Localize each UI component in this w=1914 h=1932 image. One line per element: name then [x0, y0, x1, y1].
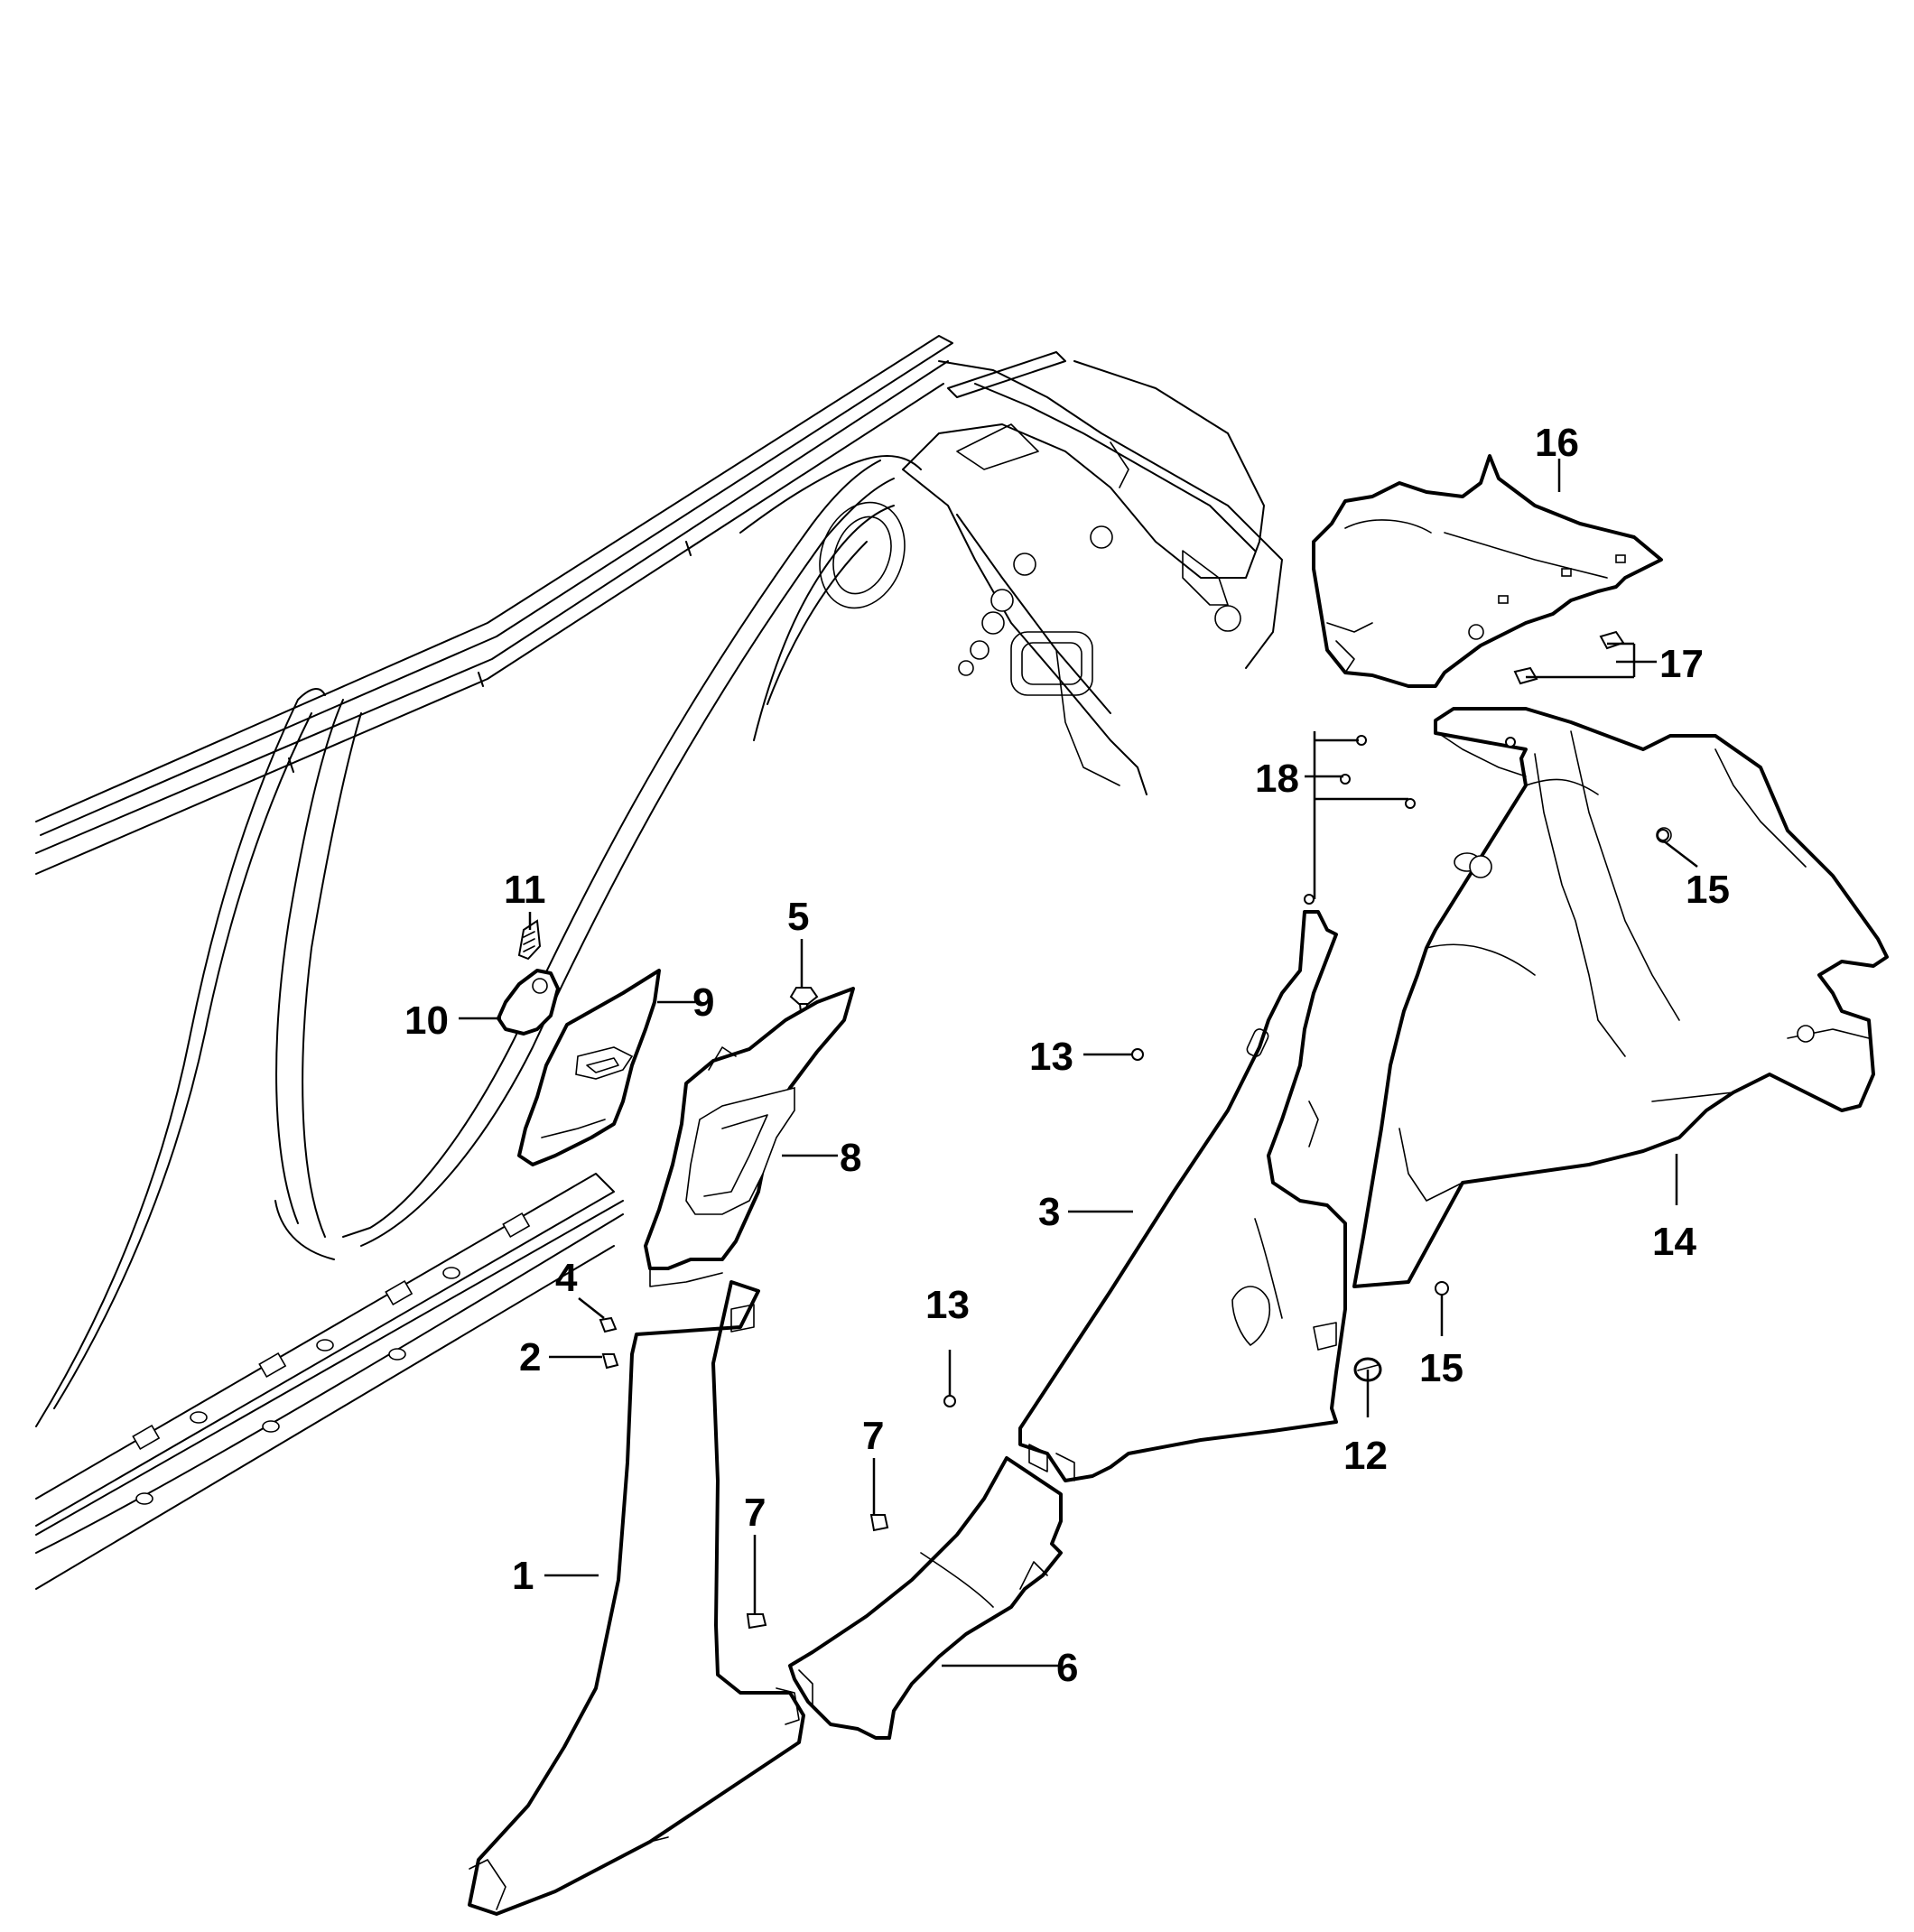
part-11-spring-clip [517, 919, 542, 961]
part-7-clip-left [746, 1613, 767, 1630]
vehicle-body-side-frame [35, 335, 1283, 1590]
part-6-lower-quarter-trim [788, 1456, 1063, 1740]
callout-6: 6 [1056, 1646, 1078, 1690]
callout-13-lower: 13 [925, 1283, 970, 1327]
callout-8: 8 [840, 1136, 861, 1180]
callout-15-lower: 15 [1419, 1346, 1463, 1390]
callout-16: 16 [1535, 421, 1579, 465]
callout-13-upper: 13 [1029, 1035, 1073, 1079]
callout-10: 10 [404, 999, 449, 1043]
part-3-quarter-trim-panel [1018, 910, 1347, 1482]
part-10-anchor-cover [497, 969, 560, 1036]
callout-9: 9 [692, 980, 714, 1025]
part-16-rear-shelf-trim [1312, 454, 1663, 688]
part-15-pin-upper [1657, 829, 1669, 841]
callout-12: 12 [1343, 1434, 1388, 1478]
part-7-clip-right [869, 1514, 889, 1532]
callout-2: 2 [519, 1335, 541, 1379]
part-17-clip-lower [1513, 666, 1538, 685]
part-8-upper-b-pillar-trim [644, 987, 855, 1287]
callout-15-upper: 15 [1686, 868, 1730, 912]
part-17-clip-upper [1599, 630, 1625, 650]
part-2-clip [601, 1353, 619, 1370]
part-15-pin-lower [1435, 1281, 1449, 1296]
callout-7-right: 7 [862, 1414, 884, 1458]
callout-17: 17 [1659, 642, 1704, 686]
part-13-screw-lower [943, 1395, 956, 1407]
callout-4: 4 [555, 1256, 578, 1300]
callout-3: 3 [1038, 1190, 1060, 1234]
part-4-clip [599, 1316, 618, 1333]
callout-1: 1 [512, 1554, 534, 1598]
part-1-lower-b-pillar-trim [468, 1280, 805, 1916]
leader-lines [459, 459, 1698, 1667]
callout-11: 11 [504, 868, 546, 912]
callout-labels: 1 2 3 4 5 6 7 7 8 9 10 11 12 13 13 14 15… [404, 421, 1730, 1690]
callout-14: 14 [1652, 1220, 1696, 1264]
part-14-trunk-side-trim [1352, 707, 1889, 1288]
callout-5: 5 [787, 895, 809, 939]
callout-7-left: 7 [744, 1491, 766, 1535]
part-9-belt-guide-trim [517, 969, 661, 1166]
callout-18: 18 [1255, 757, 1299, 801]
part-13-screw-upper [1131, 1048, 1144, 1061]
